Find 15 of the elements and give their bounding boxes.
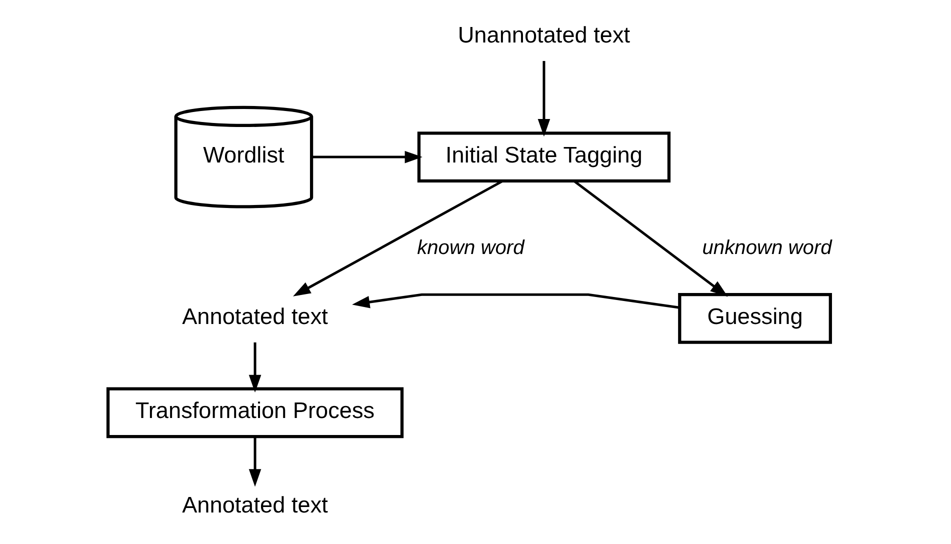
arrow (248, 342, 262, 393)
arrow (248, 436, 262, 487)
node-box: Guessing (678, 293, 832, 344)
arrow (538, 60, 550, 137)
node-box: Initial State Tagging (417, 132, 671, 182)
arrow (352, 293, 680, 309)
node-text: Annotated text (182, 304, 328, 330)
node-box: Transformation Process (106, 387, 404, 438)
arrow (312, 150, 422, 164)
node-text: Unannotated text (458, 22, 630, 48)
edge-label: unknown word (702, 237, 832, 260)
arrow (573, 180, 728, 297)
edge-label: known word (417, 237, 524, 260)
arrow (293, 180, 504, 296)
node-text: Annotated text (182, 492, 328, 518)
